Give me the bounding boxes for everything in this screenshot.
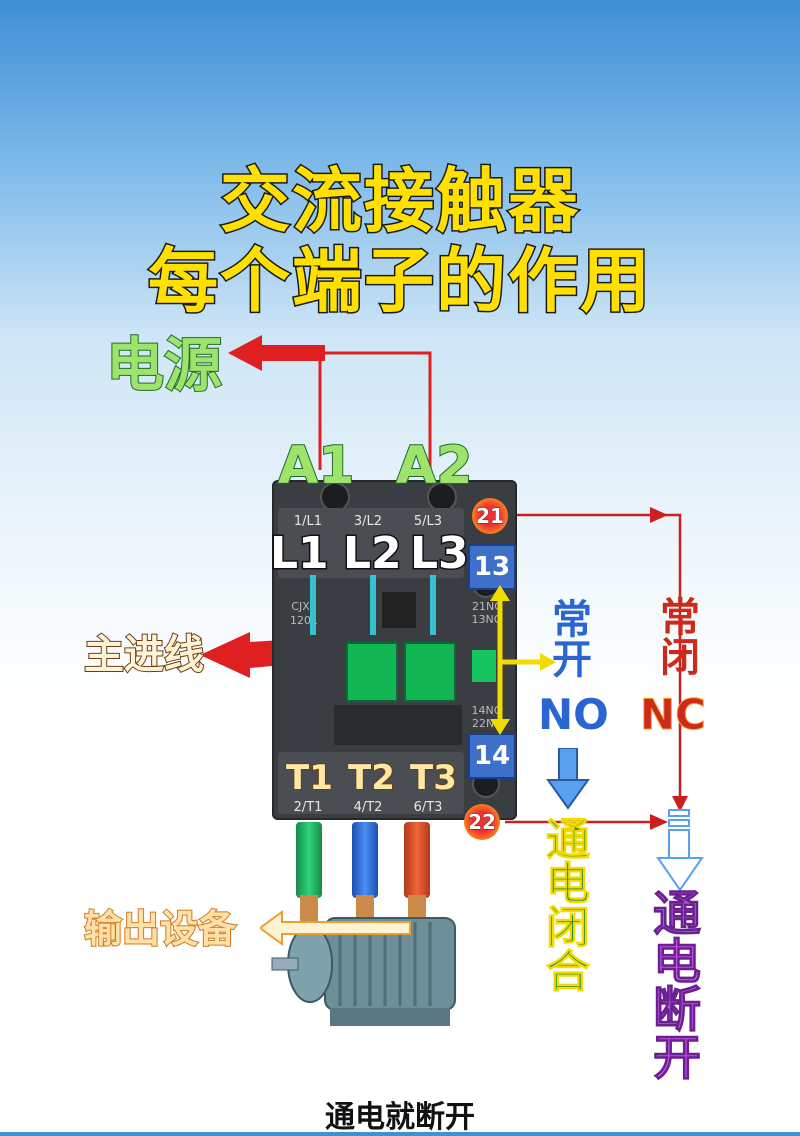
power-wire-a2 (320, 351, 432, 470)
nc-label: 常闭 (653, 596, 699, 676)
down-arrow-icon (546, 748, 590, 810)
bottom-terminal-panel (278, 752, 464, 814)
terminal-14-badge: 14 (468, 733, 516, 779)
no-label: 常开 (545, 598, 591, 678)
terminal-mark-2: 2/T1 (293, 800, 323, 815)
cable-t3 (404, 822, 430, 898)
l2-label: L2 (342, 527, 404, 581)
terminal-mark-6: 6/T3 (413, 800, 443, 815)
nc-wire-top (505, 513, 682, 805)
aux-top-marks: 21NC 13NO (471, 600, 503, 626)
cable-t1 (296, 822, 322, 898)
main-incoming-label: 主进线 (83, 631, 205, 679)
terminal-21-badge: 21 (472, 498, 508, 534)
cable-t2 (352, 822, 378, 898)
caption: 通电就断开 (325, 1100, 475, 1135)
l3-label: L3 (409, 527, 471, 581)
base-panel (334, 705, 462, 745)
t3-label: T3 (409, 757, 458, 799)
terminal-13-badge: 13 (468, 544, 516, 590)
test-button-left (346, 642, 398, 702)
terminal-mark-4: 4/T2 (353, 800, 383, 815)
indicator-window (382, 592, 416, 628)
output-device-label: 输出设备 (83, 906, 237, 952)
test-button-right (404, 642, 456, 702)
a1-label: A1 (277, 435, 355, 497)
energize-close-label: 通电闭合 (538, 816, 590, 993)
terminal-mark-5: 5/L3 (413, 514, 443, 529)
model-text: CJX2 1201 (290, 600, 318, 627)
terminal-mark-3: 3/L2 (353, 514, 383, 529)
power-label: 电源 (105, 330, 223, 400)
output-arrow (260, 910, 411, 946)
energize-open-label: 通电断开 (644, 888, 701, 1081)
t1-label: T1 (285, 757, 334, 799)
down-arrow-icon (656, 809, 704, 892)
top-terminal-panel (278, 508, 464, 578)
terminal-bar-l3 (430, 575, 436, 635)
t2-label: T2 (347, 757, 396, 799)
a2-label: A2 (395, 435, 473, 497)
copper-wire (300, 895, 318, 925)
terminal-mark-1: 1/L1 (293, 514, 323, 529)
no-code: NO (538, 690, 609, 739)
title-line-2: 每个端子的作用 (147, 239, 652, 324)
terminal-bar-l1 (310, 575, 316, 635)
contactor-body: CJX2 1201 21NC 13NO 14NO 22NC 1/L1 3/L2 … (272, 480, 517, 820)
screw-icon (427, 482, 457, 512)
aux-indicator (472, 650, 496, 682)
nc-code: NC (640, 690, 707, 740)
terminal-bar-l2 (370, 575, 376, 635)
title-line-1: 交流接触器 (219, 159, 580, 244)
no-contact-arrow (490, 585, 556, 735)
l1-label: L1 (269, 527, 331, 581)
terminal-22-badge: 22 (464, 804, 500, 840)
